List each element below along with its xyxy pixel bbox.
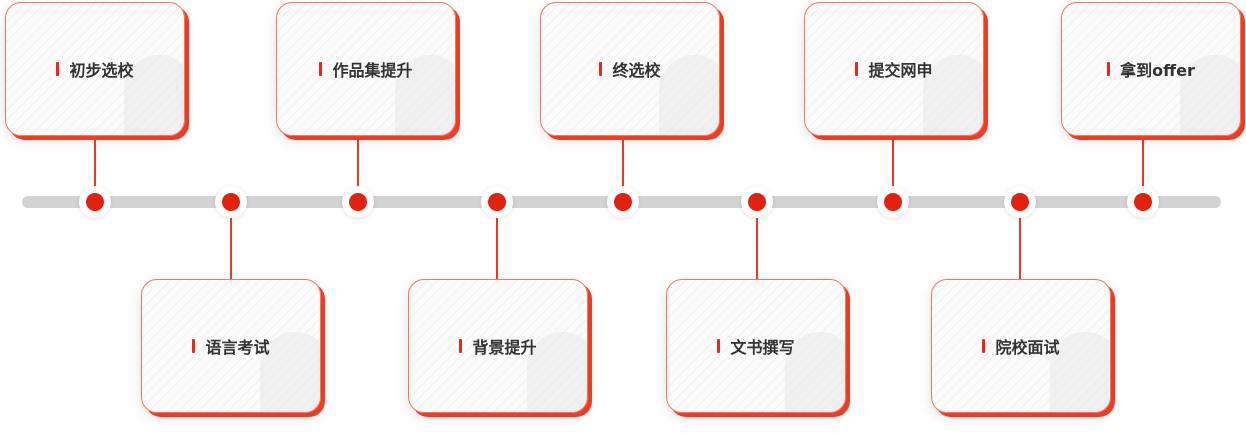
decorative-shape (659, 55, 719, 135)
step-label: 作品集提升 (332, 61, 413, 80)
step-label: 拿到offer (1120, 61, 1195, 80)
step-label: 初步选校 (69, 61, 134, 80)
accent-bar (1107, 62, 1111, 76)
accent-bar (319, 62, 323, 76)
connector-line (230, 202, 232, 280)
connector-line (756, 202, 758, 280)
step-label: 院校面试 (995, 338, 1060, 357)
accent-bar (717, 339, 721, 353)
decorative-shape (260, 332, 320, 412)
decorative-shape (527, 332, 587, 412)
decorative-shape (1180, 55, 1240, 135)
decorative-shape (923, 55, 983, 135)
step-label: 文书撰写 (730, 338, 795, 357)
timeline-dot (342, 186, 374, 218)
timeline-dot (607, 186, 639, 218)
accent-bar (855, 62, 859, 76)
decorative-shape (1050, 332, 1110, 412)
timeline-dot (79, 186, 111, 218)
connector-line (622, 138, 624, 202)
timeline-dot (1004, 186, 1036, 218)
timeline-dot (741, 186, 773, 218)
step-card: 作品集提升 (276, 2, 456, 136)
accent-bar (599, 62, 603, 76)
timeline-dot (877, 186, 909, 218)
connector-line (94, 138, 96, 202)
step-card: 提交网申 (804, 2, 984, 136)
connector-line (357, 138, 359, 202)
accent-bar (982, 339, 986, 353)
connector-line (496, 202, 498, 280)
step-label: 语言考试 (205, 338, 270, 357)
step-card: 初步选校 (5, 2, 185, 136)
connector-line (1019, 202, 1021, 280)
step-label: 终选校 (612, 61, 661, 80)
timeline-dot (481, 186, 513, 218)
step-label: 背景提升 (472, 338, 537, 357)
step-card: 院校面试 (931, 279, 1111, 413)
timeline-dot (1127, 186, 1159, 218)
timeline-dot (215, 186, 247, 218)
connector-line (892, 138, 894, 202)
step-card: 拿到offer (1061, 2, 1241, 136)
step-label: 提交网申 (868, 61, 933, 80)
connector-line (1142, 138, 1144, 202)
accent-bar (192, 339, 196, 353)
decorative-shape (124, 55, 184, 135)
accent-bar (459, 339, 463, 353)
step-card: 终选校 (540, 2, 720, 136)
step-card: 语言考试 (141, 279, 321, 413)
accent-bar (56, 62, 60, 76)
decorative-shape (785, 332, 845, 412)
step-card: 文书撰写 (666, 279, 846, 413)
step-card: 背景提升 (408, 279, 588, 413)
decorative-shape (395, 55, 455, 135)
